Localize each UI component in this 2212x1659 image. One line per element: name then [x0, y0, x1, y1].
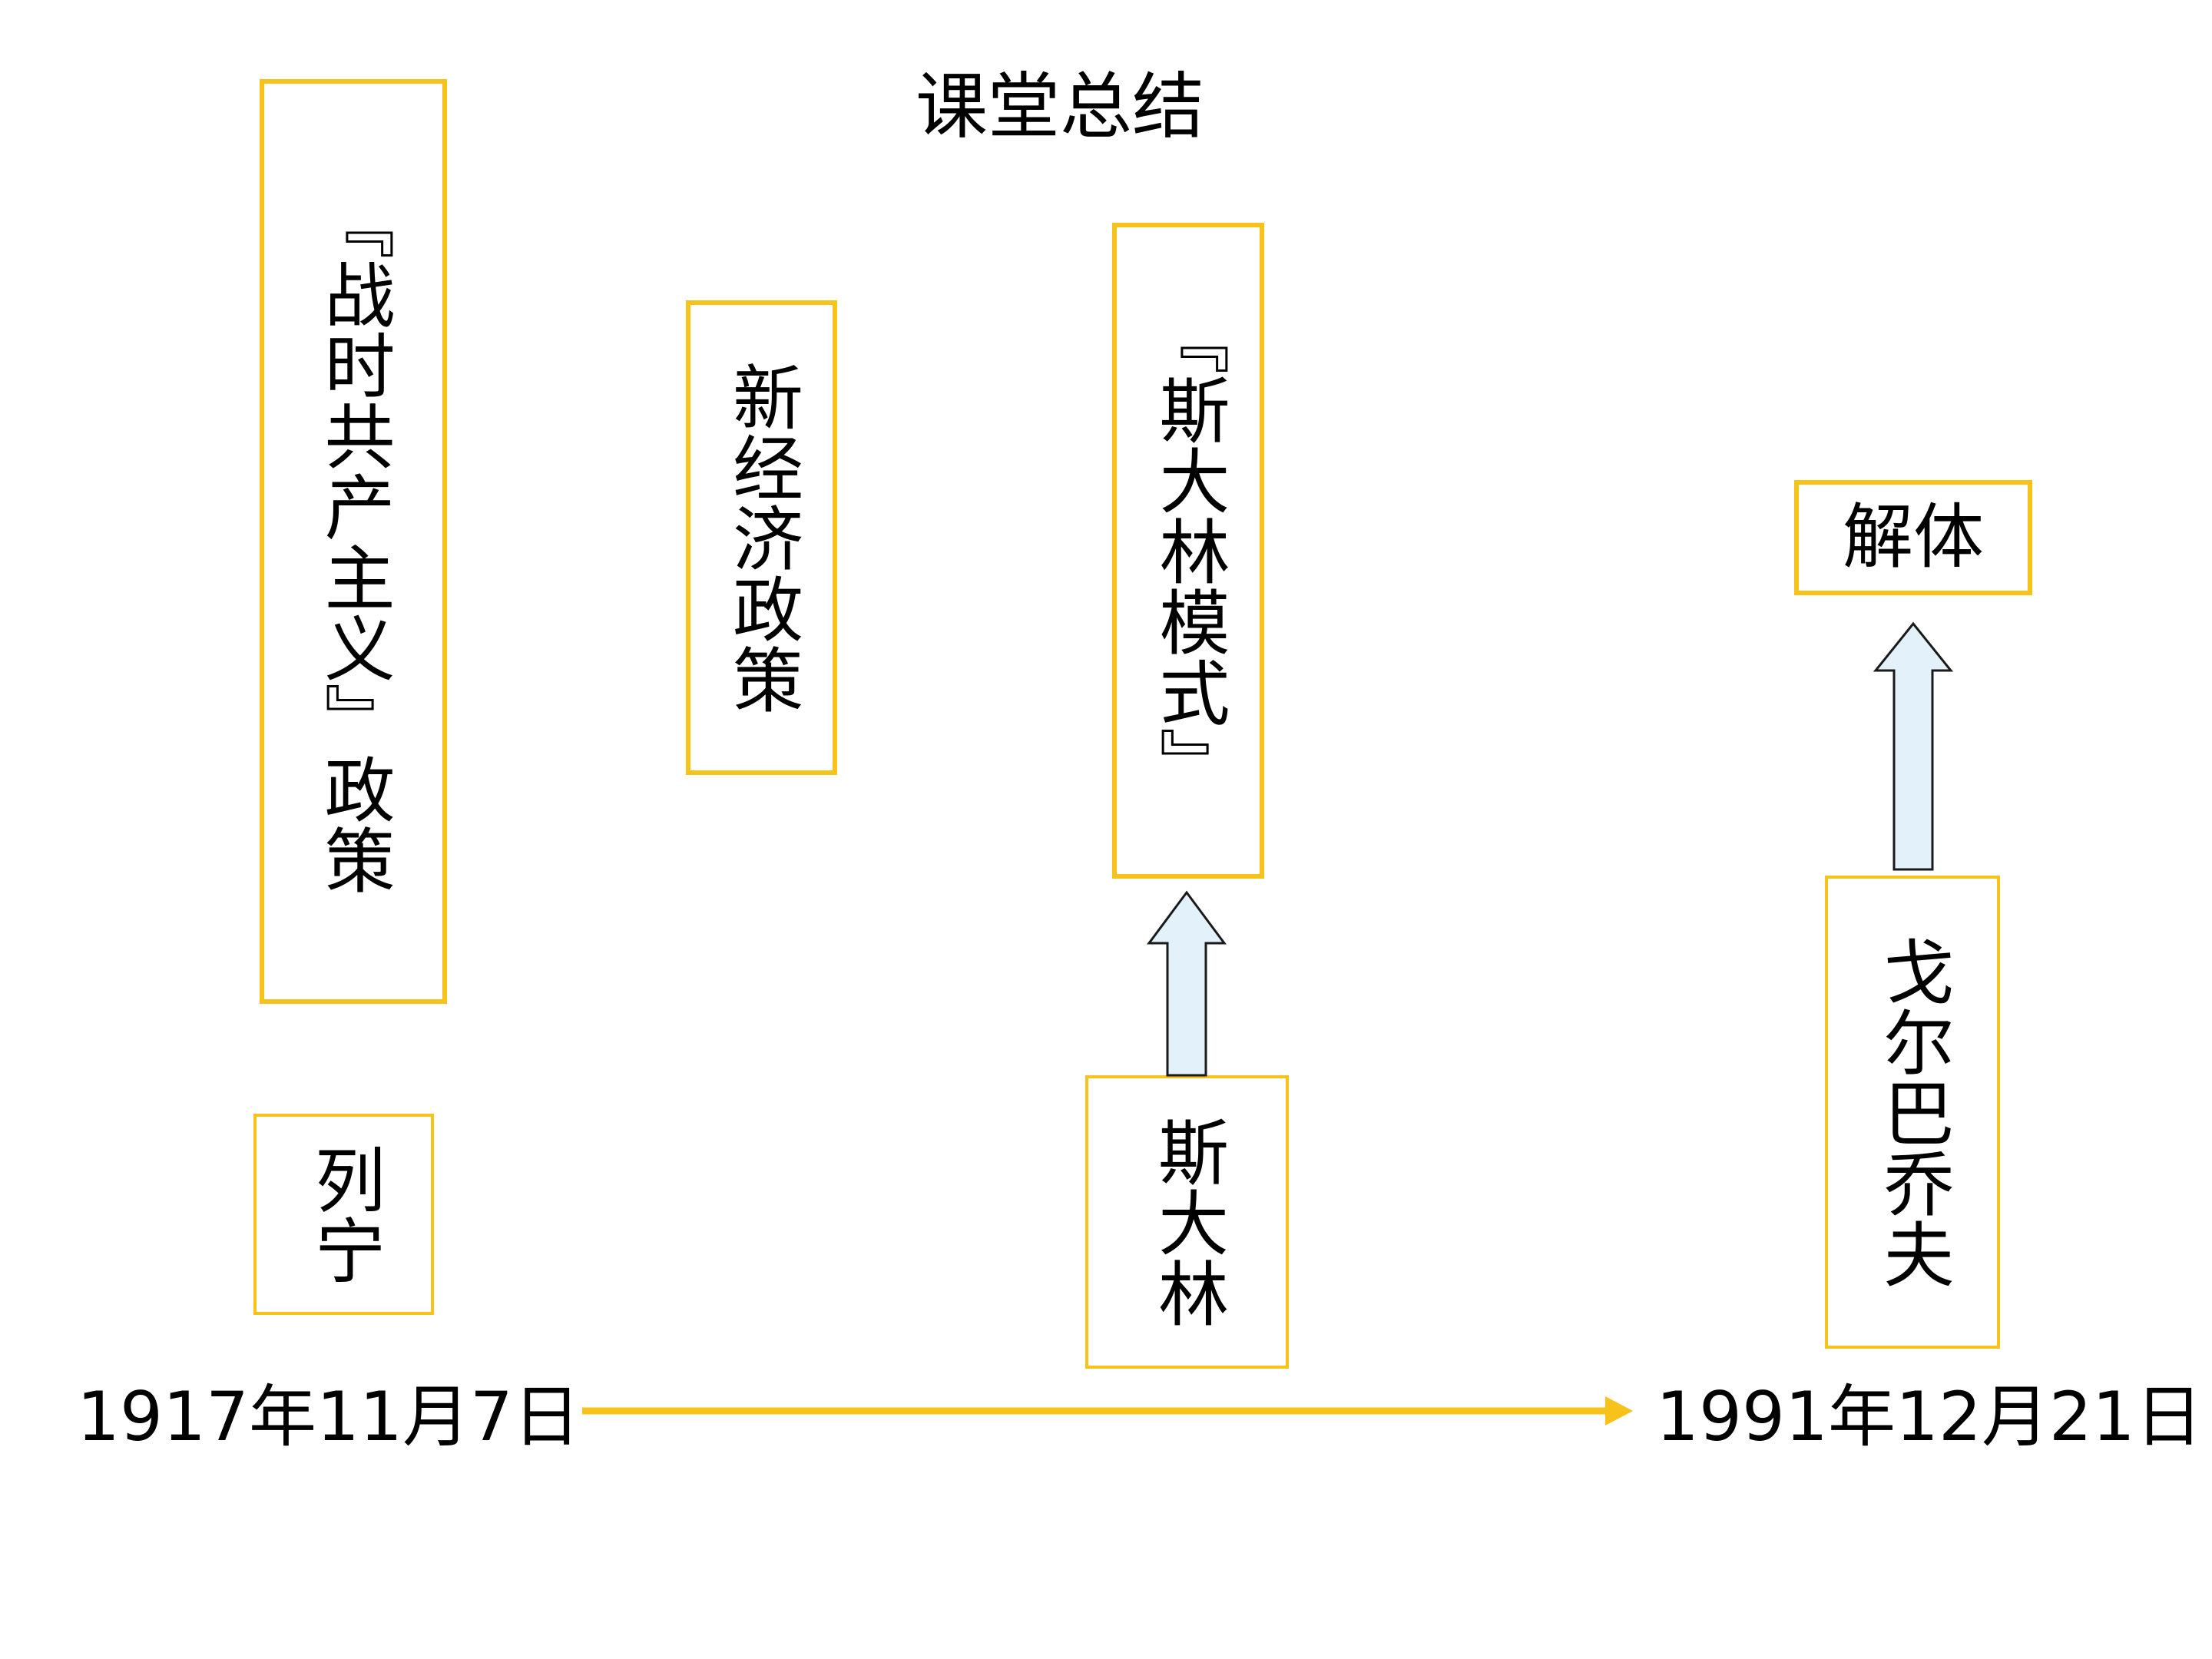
gorbachev-label: 戈尔巴乔夫: [1872, 935, 1954, 1289]
timeline-arrowhead: [1605, 1396, 1633, 1426]
lenin-label: 列宁: [303, 1144, 386, 1285]
box-dissolution: 解体: [1794, 480, 2032, 595]
dissolution-label: 解体: [1842, 496, 1984, 578]
up-arrow-stalin: [1147, 890, 1227, 1077]
page-title: 课堂总结: [915, 65, 1204, 149]
box-war-communism: 『战时共产主义』政策: [260, 79, 447, 1004]
box-gorbachev: 戈尔巴乔夫: [1825, 876, 2000, 1349]
box-stalin-model: 『斯大林模式』: [1112, 223, 1264, 879]
box-new-economic-policy: 新经济政策: [686, 300, 837, 775]
up-arrow-gorbachev: [1873, 621, 1954, 871]
stalin-model-label: 『斯大林模式』: [1147, 303, 1230, 798]
timeline-start-date: 1917年11月7日: [77, 1377, 581, 1456]
war-communism-label: 『战时共产主义』政策: [313, 188, 395, 895]
new-economic-policy-label: 新经济政策: [720, 361, 803, 714]
timeline-end-date: 1991年12月21日: [1656, 1377, 2203, 1456]
box-lenin: 列宁: [253, 1114, 434, 1315]
stalin-label: 斯大林: [1146, 1116, 1229, 1328]
box-stalin: 斯大林: [1085, 1075, 1289, 1369]
